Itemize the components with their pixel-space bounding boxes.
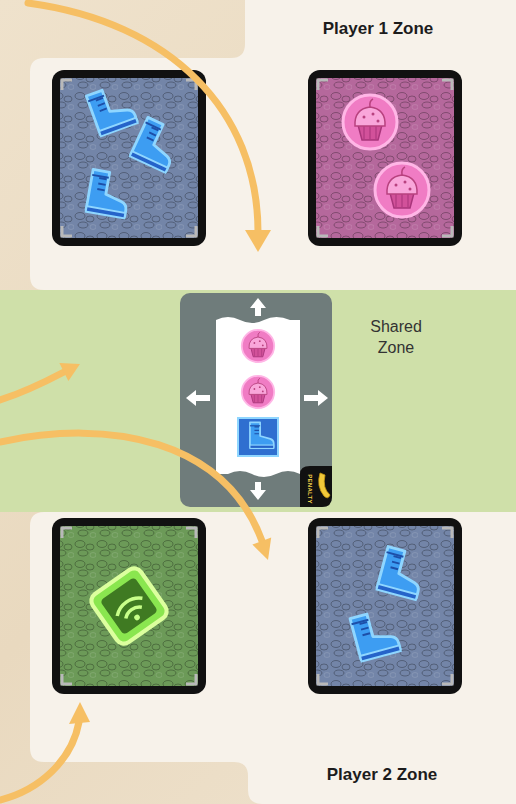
card-tag: PENALTY [306, 471, 314, 507]
player-2-cards [30, 512, 516, 804]
muffin-card [308, 70, 462, 246]
text-holder: PENALTY [306, 471, 314, 507]
boot-card [52, 70, 206, 246]
shared-zone: Shared Zone [0, 290, 516, 512]
zone-heading: Player 2 Zone [258, 765, 506, 785]
player-zone: Player 1 Zone [30, 0, 516, 290]
zone-label: Shared Zone [358, 317, 434, 359]
text-holder: Player 2 Zone [258, 765, 506, 785]
player-zone: Player 2 Zone [30, 512, 516, 804]
boot-card [308, 518, 462, 694]
penalty-card [0, 290, 516, 512]
zone-heading: Player 1 Zone [266, 19, 490, 39]
phone-card [52, 518, 206, 694]
text-holder: Player 1 Zone [266, 19, 490, 39]
text-holder: Shared Zone [358, 317, 434, 359]
player-1-cards [30, 0, 516, 290]
